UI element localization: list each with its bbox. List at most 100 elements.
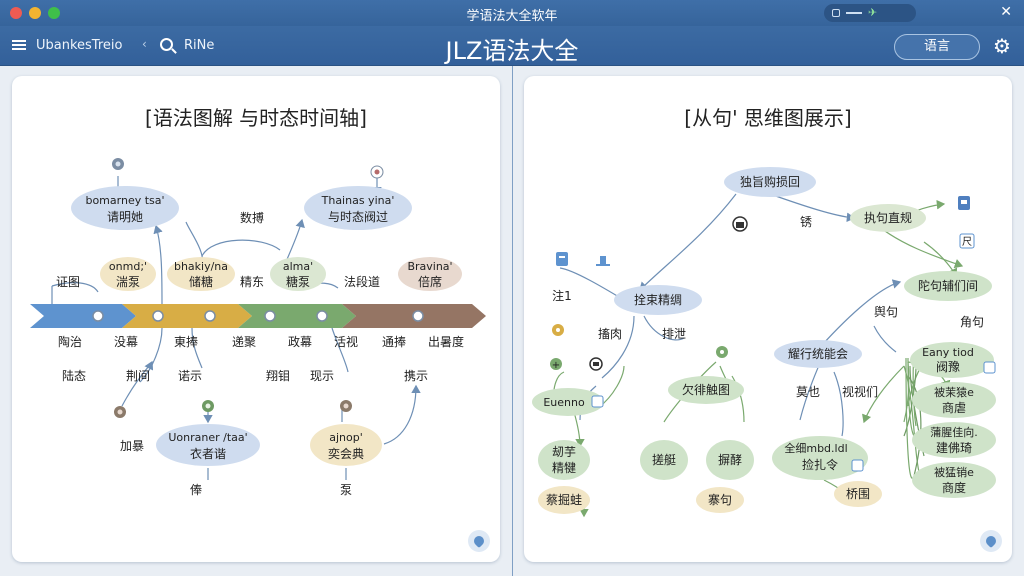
svg-text:bomarney tsa': bomarney tsa' xyxy=(85,194,164,207)
close-icon[interactable]: ✕ xyxy=(1000,4,1012,20)
label: 现示 xyxy=(310,369,334,383)
node-bottom-middle[interactable]: 寨句 xyxy=(696,487,744,513)
gear-icon[interactable]: ⚙ xyxy=(993,34,1011,58)
svg-text:Eany tiod: Eany tiod xyxy=(922,346,974,359)
node-mid-2[interactable]: bhakiy/na 储糖 xyxy=(167,257,235,291)
node-bottom-left-2[interactable]: 蔡掘蛙 xyxy=(538,486,590,514)
minimize-window-button[interactable] xyxy=(29,7,41,19)
timeline-point[interactable] xyxy=(92,310,104,322)
pin-icon xyxy=(370,165,384,179)
svg-text:桥围: 桥围 xyxy=(846,487,870,501)
node-top-right[interactable]: Thainas yina' 与时态阀过 xyxy=(304,186,412,230)
node-left-branch[interactable]: 拴束精绸 xyxy=(614,285,702,315)
svg-text:搓艇: 搓艇 xyxy=(652,452,676,467)
expand-icon[interactable] xyxy=(468,530,490,552)
timeline-point[interactable] xyxy=(412,310,424,322)
svg-text:商虐: 商虐 xyxy=(942,400,966,415)
svg-text:蒲腥佳向.: 蒲腥佳向. xyxy=(930,425,978,439)
svg-text:Euenno: Euenno xyxy=(543,396,585,409)
label: 证图 xyxy=(56,275,80,289)
svg-text:alma': alma' xyxy=(283,260,313,273)
label: 活视 xyxy=(334,334,358,349)
svg-text:执句直规: 执句直规 xyxy=(864,210,912,225)
node-bottom-2[interactable]: ajnop' 奕会典 xyxy=(310,424,382,466)
label: 携示 xyxy=(404,368,428,383)
node-bottom-left-1[interactable]: 刼芋 精犍 xyxy=(538,440,590,480)
svg-text:储糖: 储糖 xyxy=(189,274,213,289)
timeline-point[interactable] xyxy=(264,310,276,322)
label: 陆态 xyxy=(62,368,86,383)
label: 诺示 xyxy=(178,369,202,383)
svg-text:bhakiy/na: bhakiy/na xyxy=(174,260,228,273)
node-right-branch[interactable]: 执句直规 xyxy=(850,204,926,232)
lock-icon xyxy=(589,357,603,371)
node-mid-4[interactable]: Bravina' 倍席 xyxy=(398,257,462,291)
node-right-center[interactable]: 耀行统能会 xyxy=(774,340,862,368)
mindmap-diagram: 尺 + 独旨购损回 执句直规 陀句辅们间 xyxy=(532,167,996,518)
node-right-far[interactable]: 陀句辅们间 xyxy=(904,271,992,301)
timeline-point[interactable] xyxy=(152,310,164,322)
status-widget[interactable]: ✈ xyxy=(824,4,916,22)
svg-text:奕会典: 奕会典 xyxy=(328,446,364,461)
pin-icon xyxy=(202,400,214,412)
signal-icon: ✈ xyxy=(868,6,878,19)
label: 政幕 xyxy=(288,335,312,349)
svg-text:被猛销e: 被猛销e xyxy=(934,465,974,479)
clause-mindmap-panel: [从句' 思维图展示] xyxy=(524,76,1012,562)
node-middle-right[interactable]: 摒酵 xyxy=(706,440,754,480)
timeline-point[interactable] xyxy=(204,310,216,322)
svg-text:ajnop': ajnop' xyxy=(329,431,363,444)
node-bottom-right[interactable]: 桥围 xyxy=(834,481,882,507)
panel-divider[interactable] xyxy=(512,66,513,576)
label: 出暑度 xyxy=(428,334,464,349)
title-bar: 学语法大全软年 ✈ ✕ xyxy=(0,0,1024,26)
node-list-1[interactable]: Eany tiod 阀豫 xyxy=(910,342,996,378)
grammar-timeline-panel: [语法图解 与时态时间轴] xyxy=(12,76,500,562)
search-icon[interactable] xyxy=(160,38,173,51)
svg-text:独旨购损回: 独旨购损回 xyxy=(740,174,800,189)
timeline-point[interactable] xyxy=(316,310,328,322)
language-button[interactable]: 语言 xyxy=(894,34,980,60)
svg-text:蔡掘蛙: 蔡掘蛙 xyxy=(546,492,582,507)
svg-text:糖泵: 糖泵 xyxy=(286,274,310,289)
panel-title: [从句' 思维图展示] xyxy=(684,106,852,130)
node-mid-3[interactable]: alma' 糖泵 xyxy=(270,257,326,291)
svg-text:请明她: 请明她 xyxy=(107,210,143,224)
node-mid-1[interactable]: onmd;' 湍泵 xyxy=(100,257,156,291)
label: 東捧 xyxy=(174,335,198,349)
search-label[interactable]: RiNe xyxy=(184,38,215,53)
node-root[interactable]: 独旨购损回 xyxy=(724,167,816,197)
label: 注1 xyxy=(552,288,572,303)
timeline-segment-gold xyxy=(122,304,252,328)
expand-icon[interactable] xyxy=(980,530,1002,552)
label: 舆句 xyxy=(874,304,898,319)
label: 没幕 xyxy=(114,334,138,349)
svg-text:拴束精绸: 拴束精绸 xyxy=(634,292,682,307)
label: 递聚 xyxy=(232,335,256,349)
svg-text:欠徘触图: 欠徘触图 xyxy=(682,382,730,397)
label: 加暴 xyxy=(120,439,144,453)
label: 视视们 xyxy=(842,384,878,399)
svg-text:Bravina': Bravina' xyxy=(407,260,452,273)
leaf-icon xyxy=(716,346,728,358)
timeline-segment-blue xyxy=(30,304,136,328)
menu-icon[interactable] xyxy=(12,38,26,54)
app-title: JLZ语法大全 xyxy=(445,37,579,65)
node-list-4[interactable]: 被猛销e 商度 xyxy=(912,462,996,498)
node-bottom-1[interactable]: Uonraner /taa' 衣者谐 xyxy=(156,424,260,466)
node-top-left[interactable]: bomarney tsa' 请明她 xyxy=(71,186,179,230)
label: 法段道 xyxy=(344,274,380,289)
svg-text:尺: 尺 xyxy=(962,236,972,248)
node-left-leaf[interactable]: Euenno xyxy=(532,388,604,416)
close-window-button[interactable] xyxy=(10,7,22,19)
node-list-2[interactable]: 被茉猿e 商虐 xyxy=(912,382,996,418)
svg-text:衣者谐: 衣者谐 xyxy=(190,446,226,461)
node-list-3[interactable]: 蒲腥佳向. 建佛琦 xyxy=(912,422,996,458)
svg-text:onmd;': onmd;' xyxy=(109,260,147,273)
bookmark-icon xyxy=(958,196,970,210)
node-middle-left[interactable]: 搓艇 xyxy=(640,440,688,480)
maximize-window-button[interactable] xyxy=(48,7,60,19)
svg-text:捡扎令: 捡扎令 xyxy=(802,457,838,472)
node-middle-center[interactable]: 欠徘触图 xyxy=(668,376,744,404)
node-right-left-leaf[interactable]: 全细mbd.ldl 捡扎令 xyxy=(772,436,868,480)
